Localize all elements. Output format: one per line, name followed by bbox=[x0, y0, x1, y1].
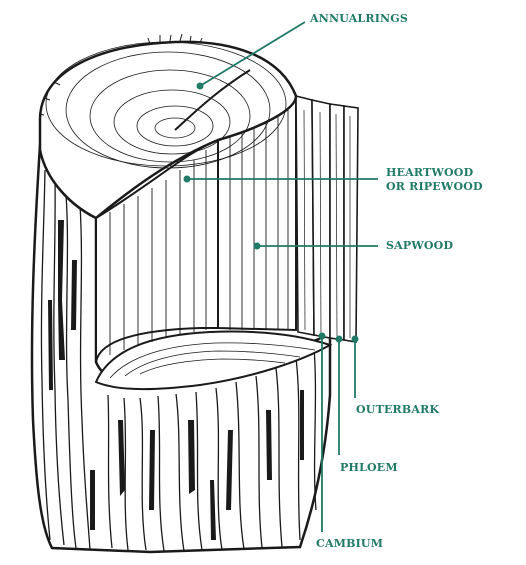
sapwood-pointer-dot bbox=[254, 243, 261, 250]
outer-bark-label: OUTERBARK bbox=[356, 403, 439, 417]
outer-bark-pointer-dot bbox=[352, 336, 359, 343]
bark-layers bbox=[296, 96, 358, 342]
annual-rings-pointer-dot bbox=[197, 83, 204, 90]
heartwood-label-line2: OR RIPEWOOD bbox=[386, 180, 483, 194]
heartwood-pointer-dot bbox=[184, 176, 191, 183]
annual-rings-label: ANNUALRINGS bbox=[310, 12, 408, 26]
phloem-label: PHLOEM bbox=[340, 461, 398, 475]
sapwood-label: SAPWOOD bbox=[386, 239, 453, 253]
heartwood-label: HEARTWOOD OR RIPEWOOD bbox=[386, 166, 483, 194]
cambium-pointer-dot bbox=[319, 333, 326, 340]
heartwood-label-line1: HEARTWOOD bbox=[386, 166, 483, 180]
cambium-label: CAMBIUM bbox=[316, 537, 383, 551]
phloem-pointer-dot bbox=[336, 336, 343, 343]
